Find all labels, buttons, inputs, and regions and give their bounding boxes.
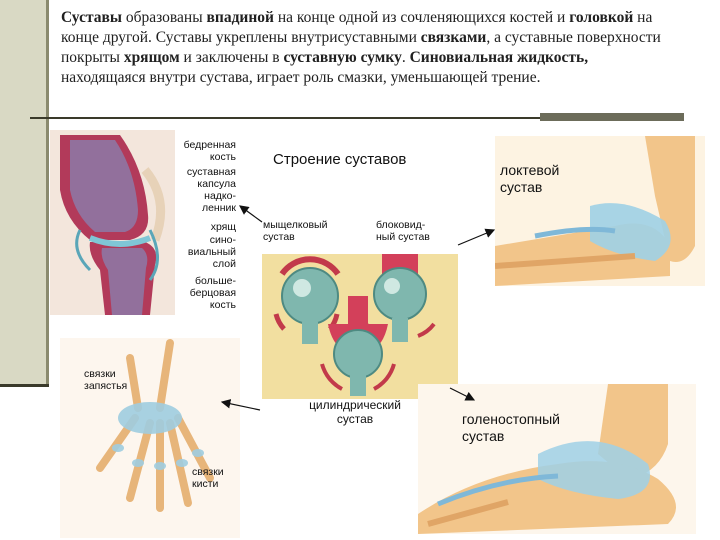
label-wrist-ligaments: связки запястья xyxy=(84,368,128,392)
sidebar-stripe xyxy=(46,0,49,384)
term-cartilage: хрящом xyxy=(123,49,180,66)
divider-block xyxy=(540,113,684,121)
knee-joint-illustration xyxy=(50,130,175,315)
hand-illustration xyxy=(60,338,240,538)
arrow-to-knee xyxy=(239,205,263,223)
label-synovial-layer: сино- виальный слой xyxy=(187,234,236,270)
label-ankle-joint: голеностопный сустав xyxy=(462,411,560,444)
divider-rule xyxy=(30,117,540,119)
label-elbow-joint: локтевой сустав xyxy=(500,162,560,195)
label-condylar-joint: мыщелковый сустав xyxy=(263,219,328,243)
label-capsule: суставная капсула xyxy=(186,166,236,190)
term-capsule: суставную сумку xyxy=(283,49,402,66)
term-head: головкой xyxy=(569,9,634,26)
label-cartilage: хрящ xyxy=(210,221,236,233)
term-synovial-fluid: Синовиальная жидкость, xyxy=(409,49,589,66)
sidebar-foot xyxy=(0,384,49,387)
ankle-joint-illustration xyxy=(418,384,696,534)
label-tibia: больше- берцовая кость xyxy=(189,275,236,311)
sidebar-band xyxy=(0,0,46,384)
term-ligaments: связками xyxy=(420,29,487,46)
label-hand-ligaments: связки кисти xyxy=(192,466,224,490)
label-femur: бедренная кость xyxy=(183,139,236,163)
term-joints: Суставы xyxy=(61,9,122,26)
intro-paragraph: Суставы образованы впадиной на конце одн… xyxy=(61,9,661,86)
label-patella: надко- ленник xyxy=(201,190,236,214)
section-title: Строение суставов xyxy=(273,151,407,168)
label-cylindrical-joint: цилиндрический сустав xyxy=(309,398,401,426)
elbow-joint-illustration xyxy=(495,136,705,286)
term-socket: впадиной xyxy=(206,9,274,26)
joint-types-diagram xyxy=(262,254,458,399)
label-trochlear-joint: блоковид- ный сустав xyxy=(376,219,430,243)
